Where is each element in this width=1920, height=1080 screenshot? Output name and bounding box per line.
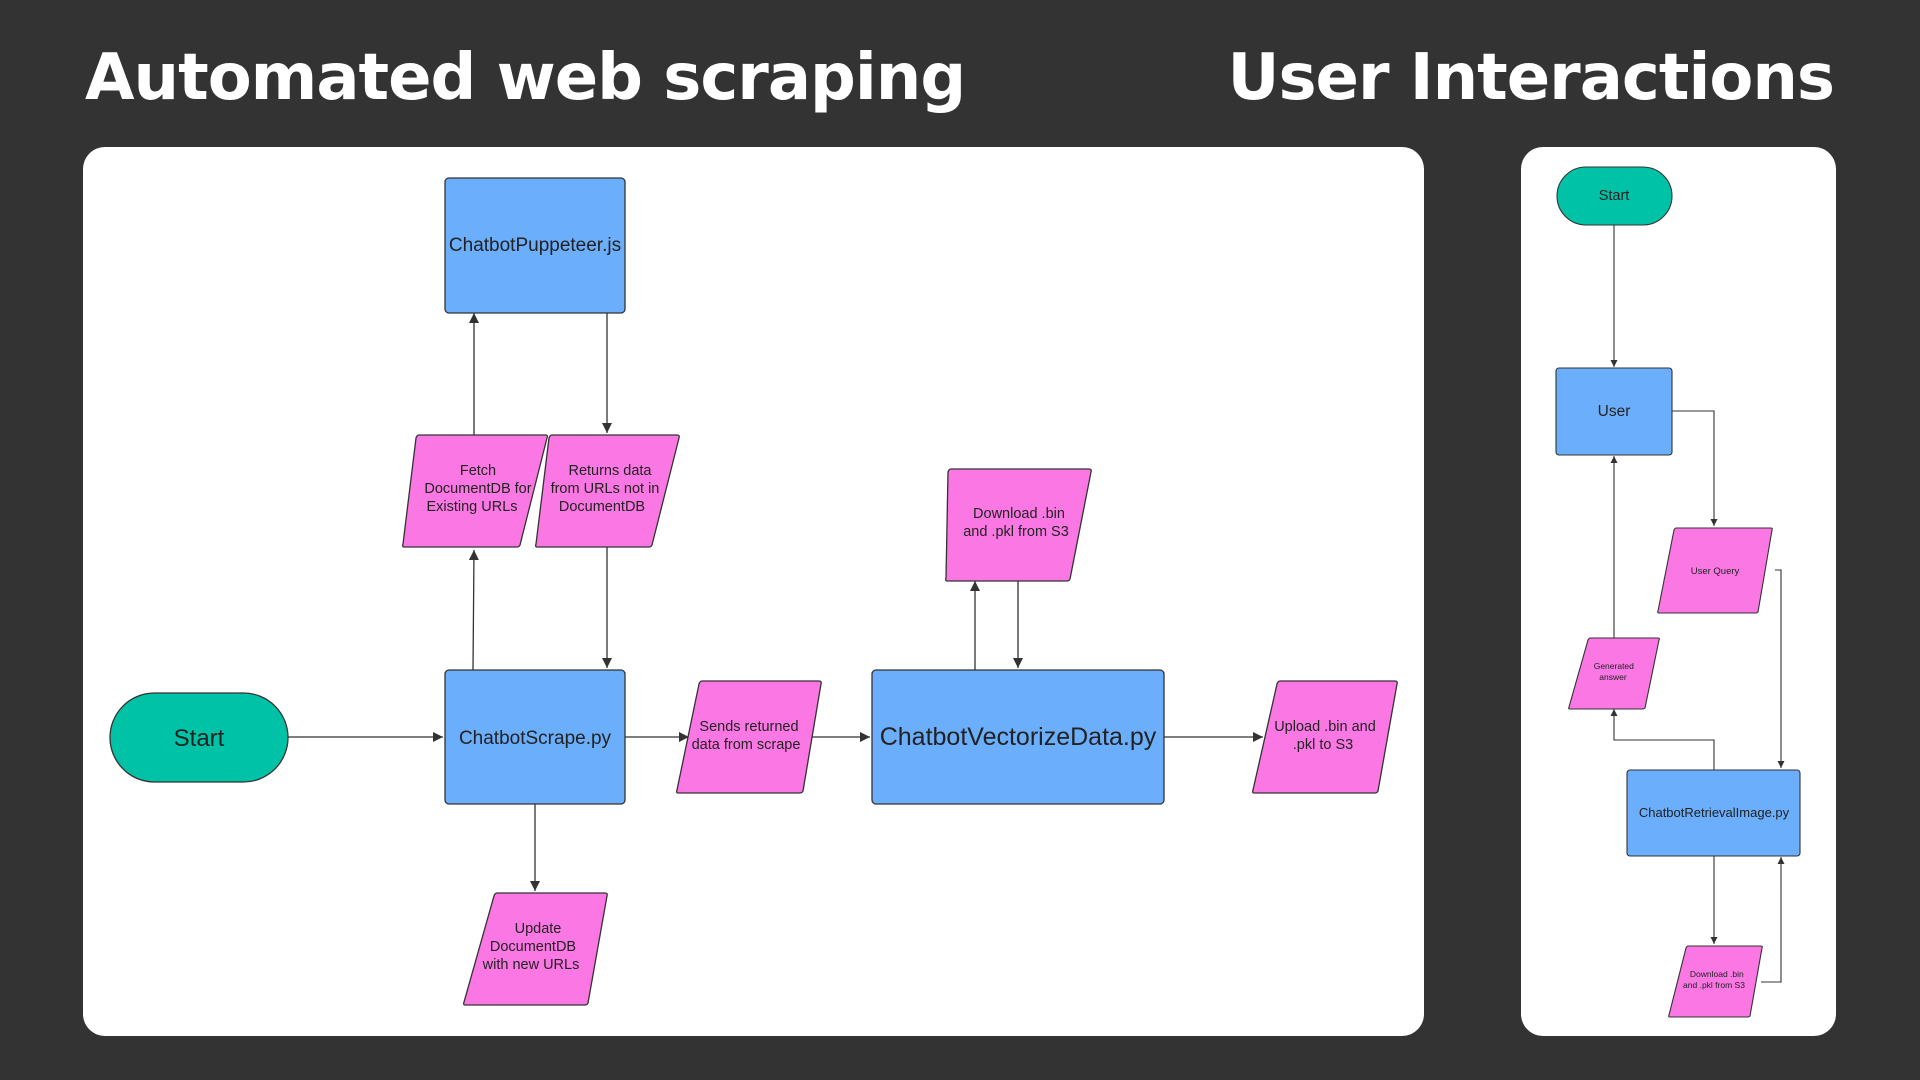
returns-label: Returns data from URLs not in DocumentDB (551, 463, 664, 515)
retrieval-process (1626, 769, 1801, 857)
answer-data (1568, 637, 1660, 710)
interactions-panel: Start User User Query Generated answer C… (1521, 147, 1836, 1036)
update-data (463, 892, 608, 1006)
edge-user-to-query (1672, 410, 1718, 526)
fetch-label-line-2: DocumentDB for (424, 481, 531, 497)
puppeteer-process (444, 177, 626, 314)
interactions-download-label-line-2: and .pkl from S3 (1683, 980, 1745, 990)
scraping-title: Automated web scraping (85, 41, 966, 115)
upload-label-line-2: .pkl to S3 (1293, 737, 1353, 753)
upload-label: Upload .bin and .pkl to S3 (1274, 719, 1380, 753)
upload-data (1252, 680, 1398, 794)
update-label-line-3: with new URLs (482, 957, 580, 973)
interactions-download-label-line-1: Download .bin (1690, 969, 1744, 979)
answer-label: Generated answer (1594, 661, 1637, 682)
update-label: Update DocumentDB with new URLs (482, 921, 580, 973)
answer-label-line-1: Generated (1594, 661, 1634, 671)
upload-label-line-1: Upload .bin and (1274, 719, 1376, 735)
returns-data (535, 434, 680, 548)
update-label-line-2: DocumentDB (490, 939, 576, 955)
scrape-label: ChatbotScrape.py (459, 728, 612, 749)
fetch-label: Fetch DocumentDB for Existing URLs (424, 463, 535, 515)
update-label-line-1: Update (515, 921, 562, 937)
returns-label-line-1: Returns data (568, 463, 652, 479)
returns-label-line-3: DocumentDB (559, 499, 645, 515)
download-label: Download .bin and .pkl from S3 (963, 506, 1069, 540)
sends-label: Sends returned data from scrape (692, 719, 803, 753)
fetch-label-line-3: Existing URLs (426, 499, 517, 515)
interactions-title: User Interactions (1227, 41, 1835, 115)
sends-label-line-1: Sends returned (699, 719, 798, 735)
scrape-process (444, 669, 626, 805)
interactions-diagram: Start User User Query Generated answer C… (1555, 166, 1801, 1018)
query-data (1657, 527, 1773, 614)
edge-download-to-retrieval (1761, 857, 1785, 983)
sends-data (676, 680, 822, 794)
interactions-start-label: Start (1599, 188, 1630, 204)
edge-scrape-to-fetch (468, 549, 479, 671)
returns-label-line-2: from URLs not in (551, 481, 660, 497)
interactions-download-label: Download .bin and .pkl from S3 (1683, 969, 1746, 990)
scraping-diagram: Start ChatbotPuppeteer.js ChatbotScrape.… (109, 177, 1398, 1006)
query-label: User Query (1691, 566, 1740, 577)
edge-retrieval-to-answer (1610, 709, 1715, 770)
user-process (1555, 367, 1673, 456)
answer-label-line-2: answer (1599, 672, 1627, 682)
download-label-line-2: and .pkl from S3 (963, 524, 1069, 540)
interactions-start-terminator (1556, 166, 1673, 226)
vectorize-label: ChatbotVectorizeData.py (880, 723, 1157, 751)
scraping-panel: Start ChatbotPuppeteer.js ChatbotScrape.… (83, 147, 1424, 1036)
fetch-label-line-1: Fetch (460, 463, 496, 479)
vectorize-process (871, 669, 1165, 805)
user-label: User (1598, 403, 1631, 420)
start-terminator (109, 692, 289, 783)
retrieval-label: ChatbotRetrievalImage.py (1639, 805, 1790, 820)
start-label: Start (174, 725, 225, 752)
fetch-data (402, 434, 548, 548)
sends-label-line-2: data from scrape (692, 737, 801, 753)
interactions-download-data (1668, 945, 1763, 1018)
edge-query-to-retrieval (1775, 569, 1785, 768)
download-data (945, 468, 1092, 582)
download-label-line-1: Download .bin (973, 506, 1065, 522)
puppeteer-label: ChatbotPuppeteer.js (449, 235, 621, 256)
